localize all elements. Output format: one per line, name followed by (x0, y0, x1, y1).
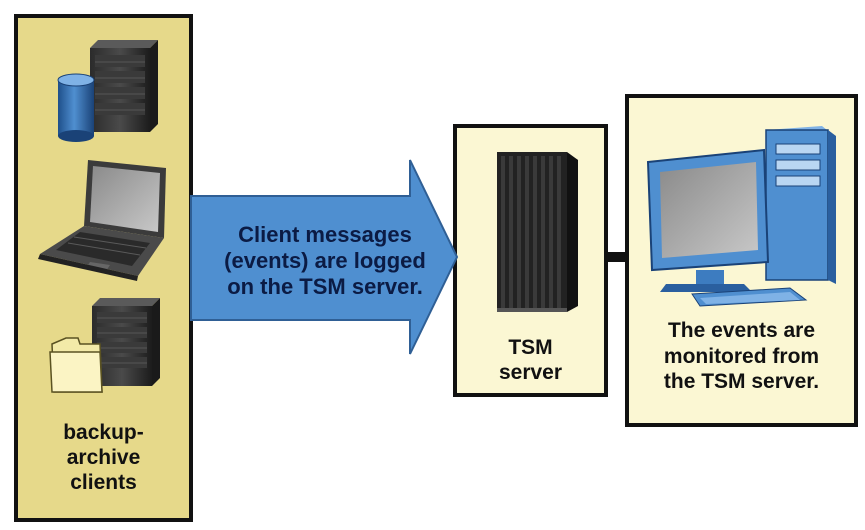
tsm-server-label: TSM server (498, 336, 563, 385)
server-with-database-icon (57, 40, 158, 142)
events-flow-arrow (190, 159, 459, 355)
arrow-label: Client messages (events) are logged on t… (224, 222, 426, 299)
connector-line (606, 252, 628, 262)
server-tower-icon (497, 152, 578, 312)
server-with-folder-icon (49, 298, 160, 393)
backup-archive-clients-label: backup- archive clients (63, 421, 144, 495)
laptop-icon (38, 160, 166, 281)
monitoring-label: The events are monitored from the TSM se… (663, 319, 820, 394)
desktop-computer-icon (646, 126, 836, 307)
